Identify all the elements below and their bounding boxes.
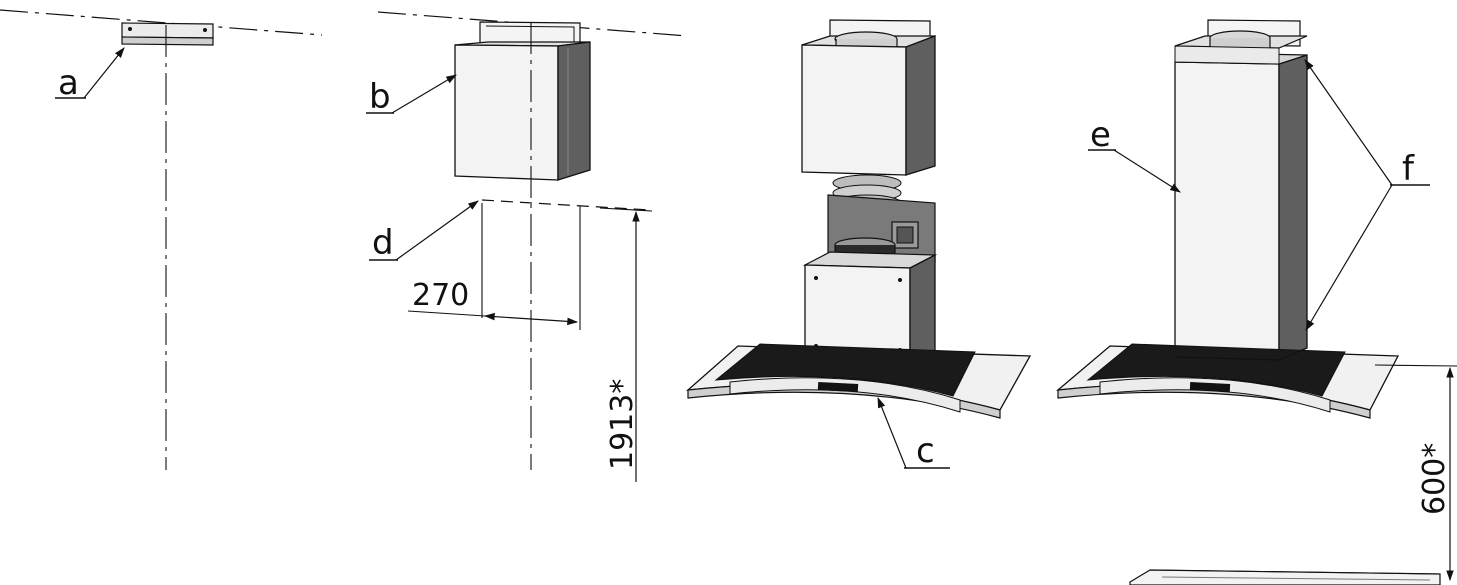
hob-surface [1129, 569, 1441, 585]
chimney-upper-3 [801, 19, 936, 176]
chimney-b [454, 41, 591, 181]
step-2-chimney: b d 270 1913* [366, 11, 689, 482]
ext-line-600-top [1374, 364, 1457, 367]
label-b: b [369, 77, 391, 117]
ceiling-line-1 [0, 9, 323, 36]
dim-270-leader [407, 310, 486, 317]
step-1-bracket: a [0, 9, 323, 470]
leader-f-top [1304, 59, 1393, 186]
dimension-270: 270 [412, 278, 469, 313]
dim-270-arrow [483, 312, 579, 326]
leader-f-bottom [1305, 184, 1393, 331]
leader-e [1113, 149, 1181, 193]
label-c: c [916, 431, 935, 471]
label-e: e [1090, 115, 1111, 155]
label-d: d [372, 223, 394, 263]
label-a: a [58, 63, 79, 103]
leader-a [83, 47, 125, 99]
canopy-glass-3 [686, 343, 1032, 419]
canopy-glass-4 [1055, 343, 1400, 419]
line-d [481, 199, 651, 211]
dimension-600: 600* [1417, 443, 1452, 515]
hood-body-3 [802, 251, 938, 367]
dimension-1913: 1913* [605, 379, 640, 470]
bracket-a [121, 22, 214, 46]
leader-b [391, 74, 457, 114]
label-f: f [1402, 149, 1415, 189]
leader-d [395, 200, 479, 261]
leader-c [877, 396, 907, 469]
ext-line-top-1913 [599, 207, 653, 212]
step-4-finished-hood: e f 600* [1055, 19, 1457, 585]
step-3-hood-with-motor: c [686, 19, 1032, 471]
chimney-full-4 [1174, 19, 1308, 361]
